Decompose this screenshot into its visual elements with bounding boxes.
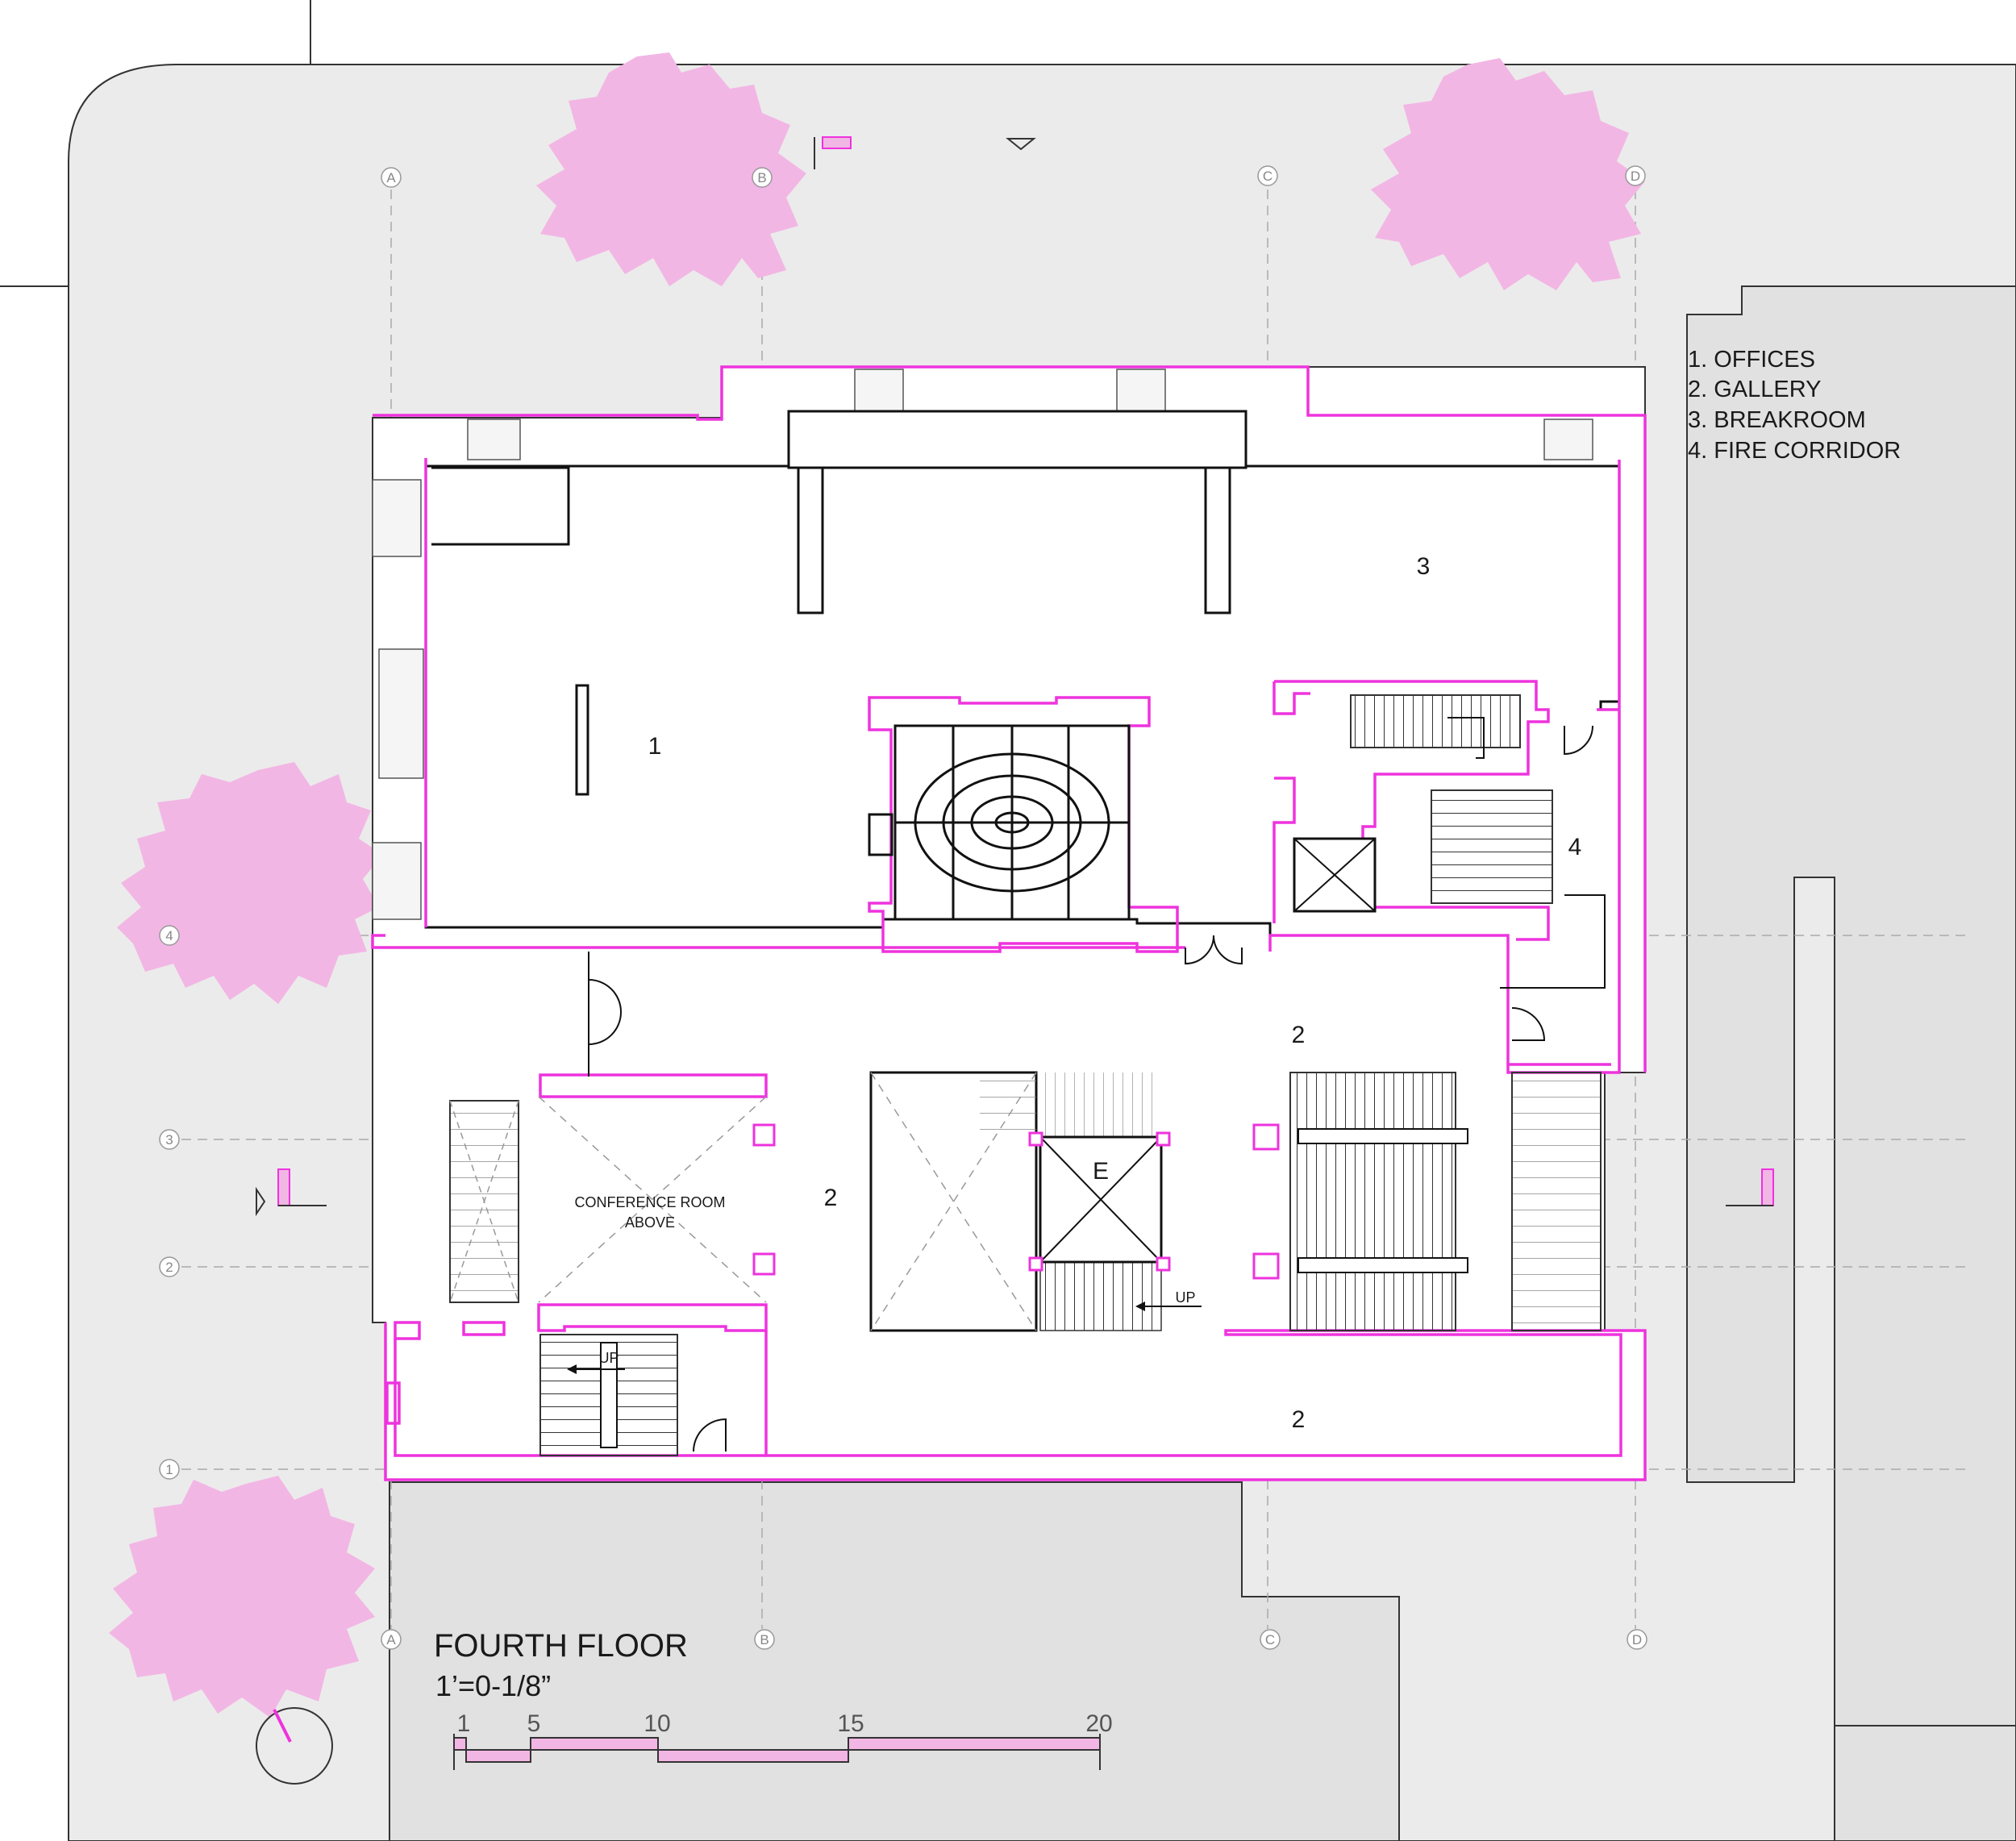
legend-item-offices: 1. OFFICES — [1688, 347, 1815, 373]
grid-bubbles — [159, 165, 1647, 1650]
tree-mid-left — [117, 762, 383, 1004]
neighbor-building-south — [389, 1481, 1400, 1841]
interior-partitions — [575, 410, 1248, 796]
magenta-walls — [371, 365, 1647, 1481]
room-label-gallery-upper: 2 — [1292, 1022, 1306, 1048]
legend-item-fire-corridor: 4. FIRE CORRIDOR — [1688, 438, 1901, 464]
north-arrow — [256, 1707, 333, 1785]
atrium-skylight — [868, 724, 1131, 921]
grid-label-b-bottom: B — [760, 1632, 768, 1647]
conference-room-label-line1: CONFERENCE ROOM — [574, 1194, 725, 1210]
trees — [109, 52, 1645, 1718]
grid-label-row-2: 2 — [165, 1260, 173, 1275]
legend-item-gallery: 2. GALLERY — [1688, 377, 1822, 402]
conference-room-label-line2: ABOVE — [625, 1214, 675, 1231]
fire-stair — [1293, 694, 1606, 989]
grid-label-row-3: 3 — [165, 1132, 173, 1148]
drawing-scale: 1’=0-1/8” — [435, 1669, 551, 1702]
grid-label-d-bottom: D — [1632, 1632, 1642, 1647]
legend-item-breakroom: 3. BREAKROOM — [1688, 407, 1866, 433]
legend: 1. OFFICES 2. GALLERY 3. BREAKROOM 4. FI… — [1688, 347, 1901, 464]
grid-label-row-1: 1 — [165, 1462, 173, 1477]
grid-label-c-top: C — [1263, 169, 1272, 184]
scale-tick-5: 5 — [527, 1710, 541, 1737]
conference-room-area — [449, 1096, 776, 1303]
grid-label-a-top: A — [386, 170, 396, 185]
scale-tick-1: 1 — [457, 1710, 471, 1737]
room-label-gallery-lower: 2 — [1292, 1406, 1306, 1433]
site-markers — [256, 136, 1774, 1217]
tree-top-right — [1371, 58, 1645, 290]
neighbor-buildings — [389, 285, 2016, 1841]
stair-up-label-center: UP — [1175, 1289, 1195, 1306]
room-label-offices: 1 — [648, 733, 662, 760]
neighbor-building-southeast — [1834, 1725, 2016, 1841]
grid-label-a-bottom: A — [386, 1632, 396, 1647]
scale-tick-15: 15 — [837, 1710, 864, 1737]
grid-label-c-bottom: C — [1265, 1632, 1275, 1647]
doors — [588, 725, 1593, 1452]
room-label-fire-corridor: 4 — [1568, 834, 1582, 860]
tree-top-left — [536, 52, 806, 286]
room-label-elevator: E — [1093, 1158, 1109, 1185]
grid-label-row-4: 4 — [165, 928, 173, 943]
tree-bottom-left — [109, 1476, 375, 1718]
scale-tick-20: 20 — [1085, 1710, 1112, 1737]
southwest-stair — [539, 1334, 678, 1456]
room-label-breakroom: 3 — [1417, 553, 1431, 580]
room-label-gallery-mid: 2 — [824, 1185, 838, 1211]
drawing-title: FOURTH FLOOR — [434, 1628, 688, 1664]
east-stair — [1252, 1072, 1602, 1331]
scale-bar — [453, 1734, 1101, 1770]
elevator-shaft — [1028, 1131, 1171, 1272]
stair-up-label-left: UP — [598, 1350, 619, 1366]
scale-tick-10: 10 — [644, 1710, 670, 1737]
grid-label-b-top: B — [757, 170, 766, 185]
central-void — [869, 1071, 1162, 1332]
grid-label-d-top: D — [1631, 169, 1640, 184]
